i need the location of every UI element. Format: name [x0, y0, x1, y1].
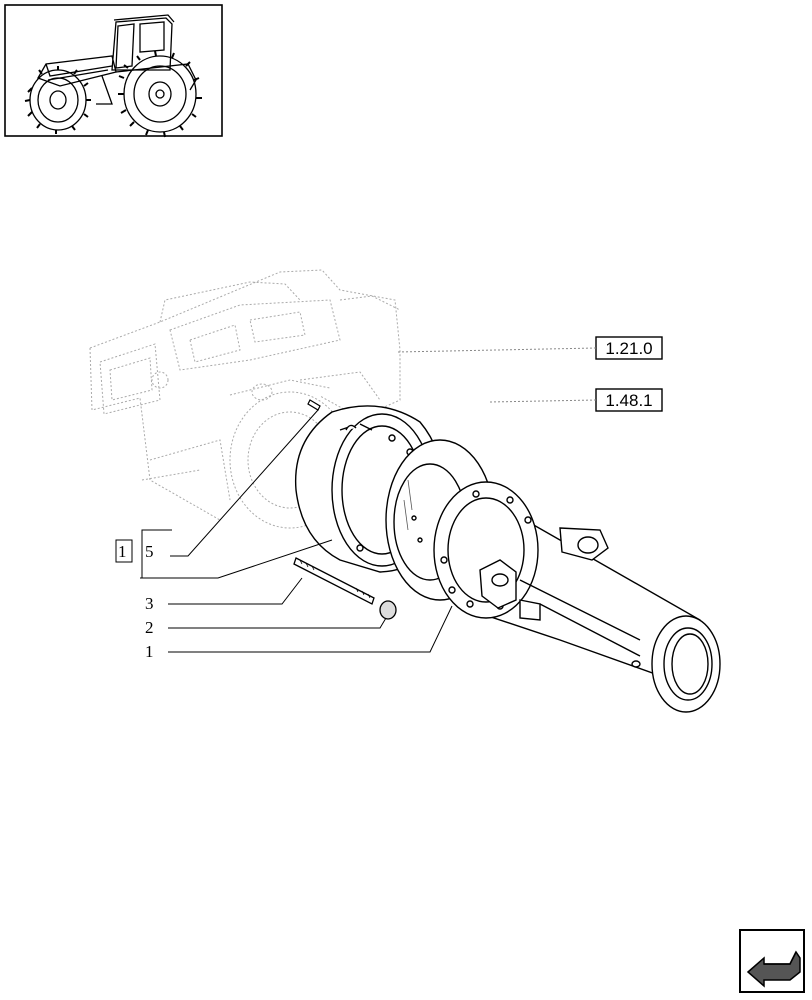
stud [293, 557, 375, 605]
reference-label-top: 1.21.0 [605, 339, 652, 358]
reference-leaders [397, 347, 597, 403]
nut [379, 600, 397, 620]
callout-3: 3 [145, 594, 154, 613]
reference-label-bottom: 1.48.1 [605, 391, 652, 410]
callout-group-quantity: 1 [115, 539, 133, 563]
callout-1: 1 [145, 642, 154, 661]
group-quantity-label: 1 [118, 542, 127, 561]
tractor-thumbnail-icon [4, 4, 223, 138]
axle-housing [433, 481, 721, 713]
next-page-arrow-icon[interactable] [739, 929, 805, 993]
callout-2: 2 [145, 618, 154, 637]
reference-box-1-48-1[interactable]: 1.48.1 [595, 388, 663, 412]
callout-leaders [140, 409, 453, 653]
callout-5: 5 [145, 542, 154, 561]
dowel-pin [307, 399, 321, 411]
reference-box-1-21-0[interactable]: 1.21.0 [595, 336, 663, 360]
